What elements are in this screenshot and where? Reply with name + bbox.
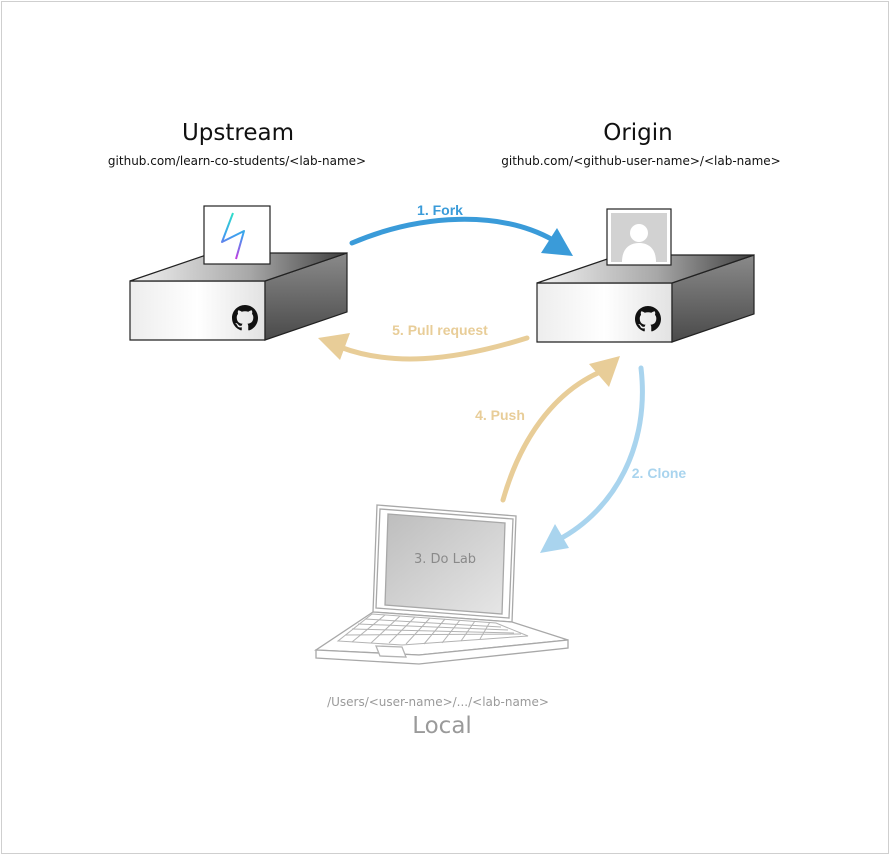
push-label: 4. Push [475, 407, 525, 423]
local-title: Local [412, 713, 472, 739]
origin-path: github.com/<github-user-name>/<lab-name> [501, 154, 781, 168]
clone-arrow [540, 365, 645, 553]
upstream-path: github.com/learn-co-students/<lab-name> [107, 154, 367, 168]
laptop-screen-label: 3. Do Lab [413, 552, 477, 567]
learn-lightning-icon [221, 212, 245, 260]
upstream-card [203, 205, 271, 265]
local-laptop [313, 504, 569, 665]
origin-title: Origin [603, 120, 673, 146]
pull-request-arrow [318, 333, 530, 362]
user-avatar-icon [611, 213, 667, 262]
laptop-keyboard [336, 613, 529, 646]
local-path: /Users/<user-name>/.../<lab-name> [327, 695, 549, 709]
upstream-title: Upstream [181, 120, 295, 146]
fork-arrow [349, 216, 573, 256]
clone-label: 2. Clone [631, 465, 687, 481]
fork-label: 1. Fork [417, 202, 463, 218]
origin-server [536, 254, 755, 343]
pull-request-label: 5. Pull request [392, 322, 488, 338]
origin-card [606, 208, 672, 266]
upstream-server [129, 252, 348, 341]
push-arrow [500, 356, 620, 503]
